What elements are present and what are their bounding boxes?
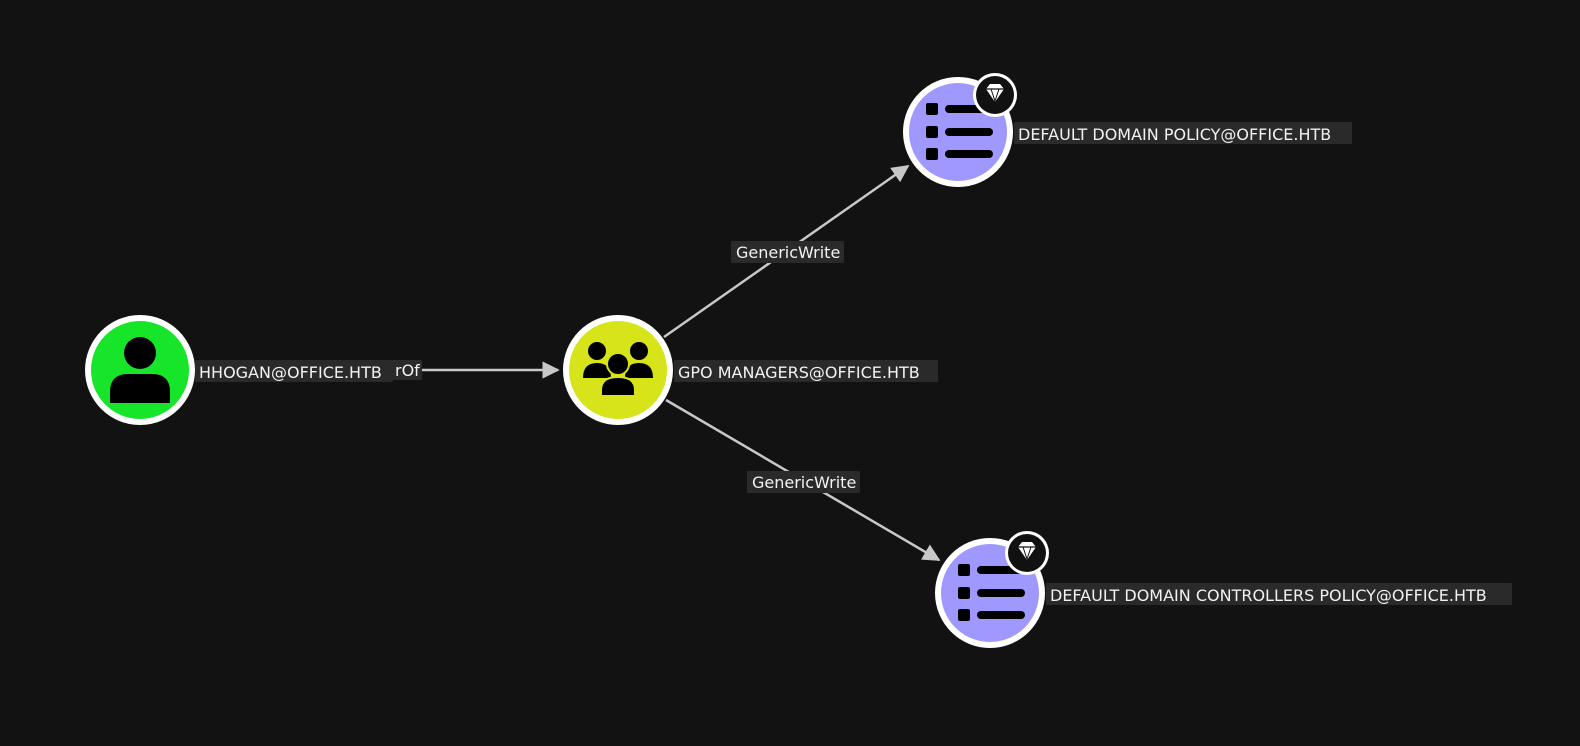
node-hhogan-circle[interactable]: [91, 321, 189, 419]
node-label-bg: [674, 360, 938, 382]
edge-gpo-managers-default-domain-policy[interactable]: GenericWrite: [663, 164, 910, 339]
edge-label-genericwrite-1: GenericWrite: [736, 243, 840, 262]
node-default-domain-policy[interactable]: DEFAULT DOMAIN POLICY@OFFICE.HTB: [903, 73, 1352, 187]
edge-label-genericwrite-2: GenericWrite: [752, 473, 856, 492]
list-icon: [958, 564, 1025, 621]
node-gpo-managers[interactable]: GPO MANAGERS@OFFICE.HTB: [563, 315, 938, 425]
node-default-domain-policy-label: DEFAULT DOMAIN POLICY@OFFICE.HTB: [1018, 125, 1331, 144]
node-default-dc-policy-label: DEFAULT DOMAIN CONTROLLERS POLICY@OFFICE…: [1050, 586, 1487, 605]
node-label-bg: [1046, 583, 1512, 605]
group-icon: [583, 342, 653, 397]
node-label-bg: [1014, 122, 1352, 144]
gem-icon: [973, 73, 1017, 117]
edge-label-memberof: rOf: [395, 361, 420, 380]
gem-icon: [1005, 531, 1049, 575]
edge-label-bg: [747, 471, 860, 493]
edge-label-bg: [731, 241, 844, 263]
node-default-dc-policy[interactable]: DEFAULT DOMAIN CONTROLLERS POLICY@OFFICE…: [935, 531, 1512, 648]
user-icon: [110, 337, 170, 403]
node-gpo-managers-label: GPO MANAGERS@OFFICE.HTB: [678, 363, 920, 382]
edge-label-bg: [392, 360, 422, 380]
edge-gpo-managers-default-dc-policy[interactable]: GenericWrite: [665, 398, 941, 562]
node-hhogan[interactable]: HHOGAN@OFFICE.HTB: [85, 315, 393, 425]
node-label-bg: [195, 360, 393, 382]
node-hhogan-label: HHOGAN@OFFICE.HTB: [199, 363, 382, 382]
